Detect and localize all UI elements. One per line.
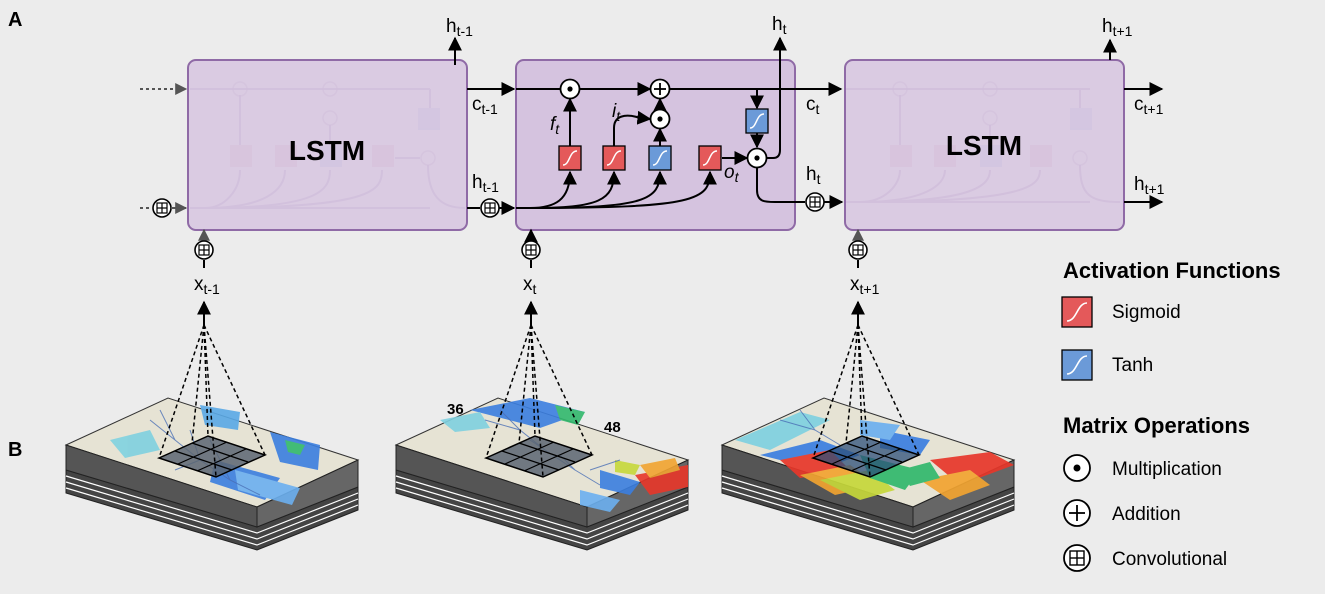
lstm-cell-left: LSTM xyxy=(187,59,468,231)
legend-sigmoid-label: Sigmoid xyxy=(1112,302,1181,323)
map-left-grid xyxy=(156,435,268,478)
legend-tanh-label: Tanh xyxy=(1112,355,1153,376)
legend: Activation Functions Sigmoid Tanh Matrix… xyxy=(1061,258,1281,572)
panel-label-b: B xyxy=(8,439,22,461)
map-middle-grid xyxy=(483,435,595,478)
label-c-prev: ct-1 xyxy=(472,94,498,117)
label-f-gate: ft xyxy=(550,114,560,137)
left-h-conv-op xyxy=(152,198,172,218)
label-x-curr: xt xyxy=(523,274,537,297)
label-o-gate: ot xyxy=(724,162,740,185)
legend-matrix-title: Matrix Operations xyxy=(1063,413,1250,438)
label-h-next-top: ht+1 xyxy=(1102,16,1133,39)
x-input-right: xt+1 xyxy=(848,228,880,325)
label-x-next: xt+1 xyxy=(850,274,880,297)
legend-activation-title: Activation Functions xyxy=(1063,258,1281,283)
legend-multiplication-label: Multiplication xyxy=(1112,459,1222,480)
map-number-right: 48 xyxy=(604,419,621,436)
lstm-left-title: LSTM xyxy=(289,135,365,166)
h-curr-conv-op xyxy=(805,192,825,212)
legend-addition-label: Addition xyxy=(1112,504,1181,525)
panel-label-a: A xyxy=(8,9,22,31)
cell-tanh xyxy=(745,108,769,134)
candidate-tanh xyxy=(648,145,672,171)
forget-mult-op xyxy=(559,78,581,100)
label-h-curr-mid: ht xyxy=(806,164,821,187)
lstm-right-title: LSTM xyxy=(946,130,1022,161)
lstm-left-box xyxy=(187,59,468,231)
lstm-right-box xyxy=(844,59,1125,231)
label-h-curr-top: ht xyxy=(772,14,787,37)
legend-sigmoid-swatch xyxy=(1061,296,1093,328)
label-h-prev-mid: ht-1 xyxy=(472,172,499,195)
x-input-middle: xt xyxy=(521,228,541,325)
convolutional-icon xyxy=(1063,544,1091,572)
map-stack-middle: 36 48 xyxy=(394,324,690,551)
x-input-left: xt-1 xyxy=(194,228,220,325)
label-h-next-mid: ht+1 xyxy=(1134,174,1165,197)
multiplication-icon xyxy=(1063,454,1091,482)
output-gate-sigmoid xyxy=(698,145,722,171)
label-x-prev: xt-1 xyxy=(194,274,220,297)
label-i-gate: it xyxy=(612,101,621,124)
legend-tanh-swatch xyxy=(1061,349,1093,381)
map-stack-left xyxy=(64,324,360,551)
addition-icon xyxy=(1063,499,1091,527)
map-number-left: 36 xyxy=(447,401,464,418)
label-h-prev-top: ht-1 xyxy=(446,16,473,39)
output-mult-op xyxy=(746,147,768,169)
forget-gate-sigmoid xyxy=(558,145,582,171)
label-c-next: ct+1 xyxy=(1134,94,1164,117)
label-c-curr: ct xyxy=(806,94,820,117)
lstm-cell-right: LSTM xyxy=(844,59,1125,231)
h-prev-conv-op xyxy=(480,198,500,218)
lstm-cell-middle: ft it ot xyxy=(515,36,843,231)
legend-convolutional-label: Convolutional xyxy=(1112,549,1227,570)
map-stack-right xyxy=(720,324,1016,551)
input-gate-sigmoid xyxy=(602,145,626,171)
input-mult-op xyxy=(649,108,671,130)
cell-add-op xyxy=(649,78,671,100)
lstm-middle-box xyxy=(515,59,796,231)
